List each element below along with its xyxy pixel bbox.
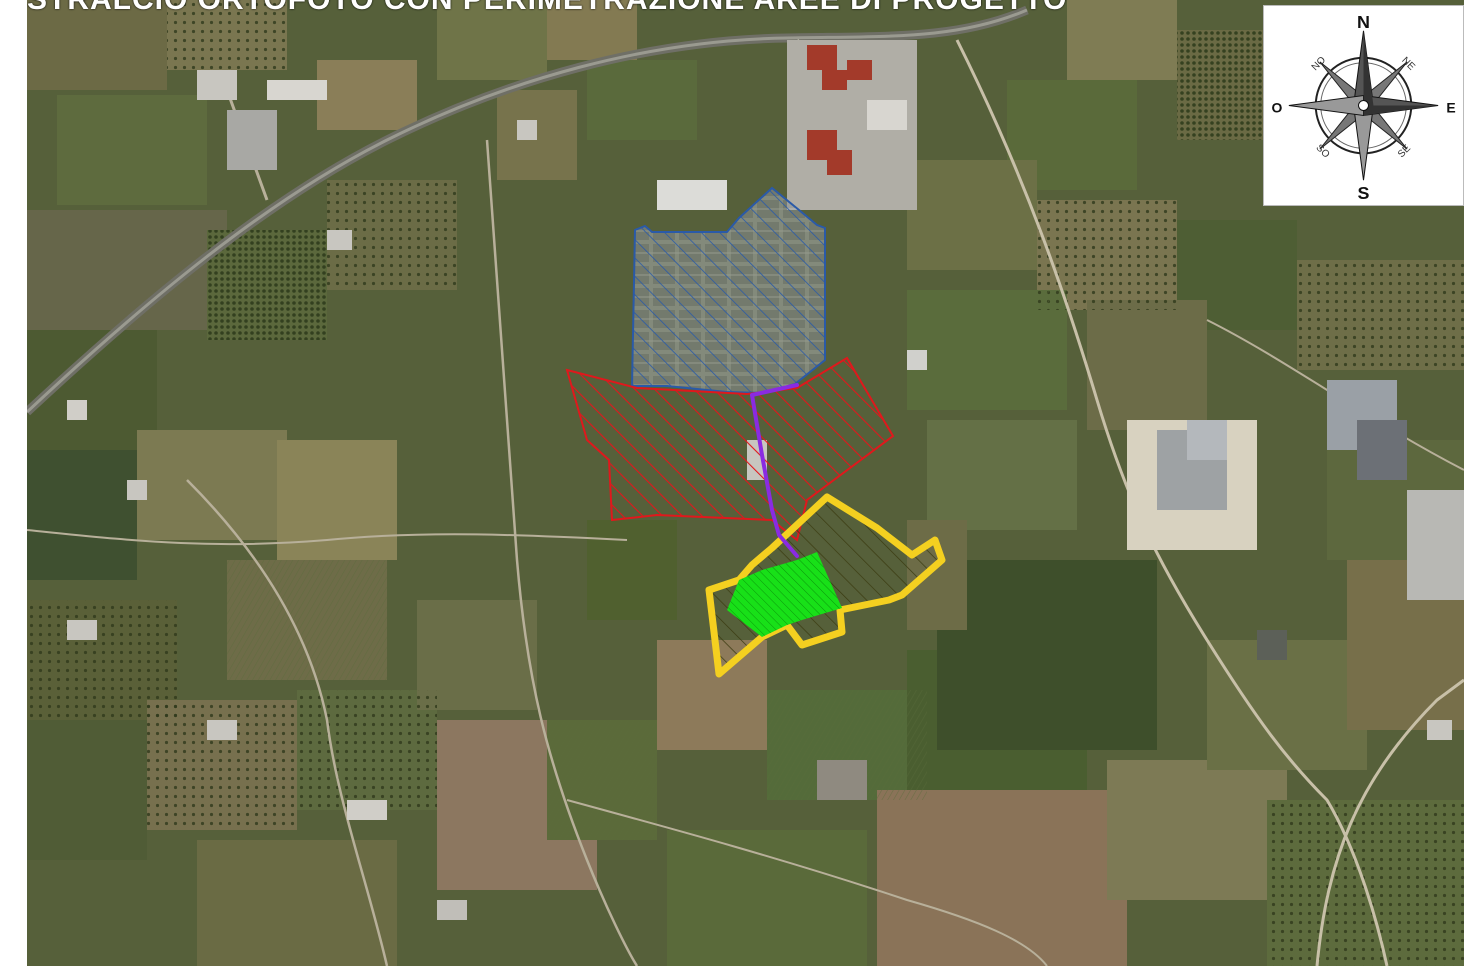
map-title: STRALCIO ORTOFOTO CON PERIMETRAZIONE ARE… [27, 0, 1257, 13]
green-project-area[interactable] [727, 552, 842, 637]
compass-east-label: E [1446, 99, 1455, 115]
buildings [67, 40, 1464, 920]
compass-south-label: S [1358, 183, 1370, 203]
compass-rose: N S E O NE NO SE SO [1263, 5, 1464, 206]
roads [27, 5, 1464, 966]
compass-southwest-label: SO [1314, 143, 1332, 161]
purple-cable-route [750, 383, 799, 558]
orthophoto-map [27, 0, 1464, 966]
compass-north-label: N [1357, 12, 1370, 32]
compass-west-label: O [1272, 99, 1283, 115]
compass-northwest-label: NO [1310, 55, 1329, 74]
blue-project-area[interactable] [630, 186, 826, 395]
compass-northeast-label: NE [1399, 55, 1417, 73]
aerial-map[interactable] [27, 0, 1464, 966]
compass-rose-icon: N S E O NE NO SE SO [1272, 12, 1456, 203]
compass-southeast-label: SE [1396, 143, 1413, 160]
